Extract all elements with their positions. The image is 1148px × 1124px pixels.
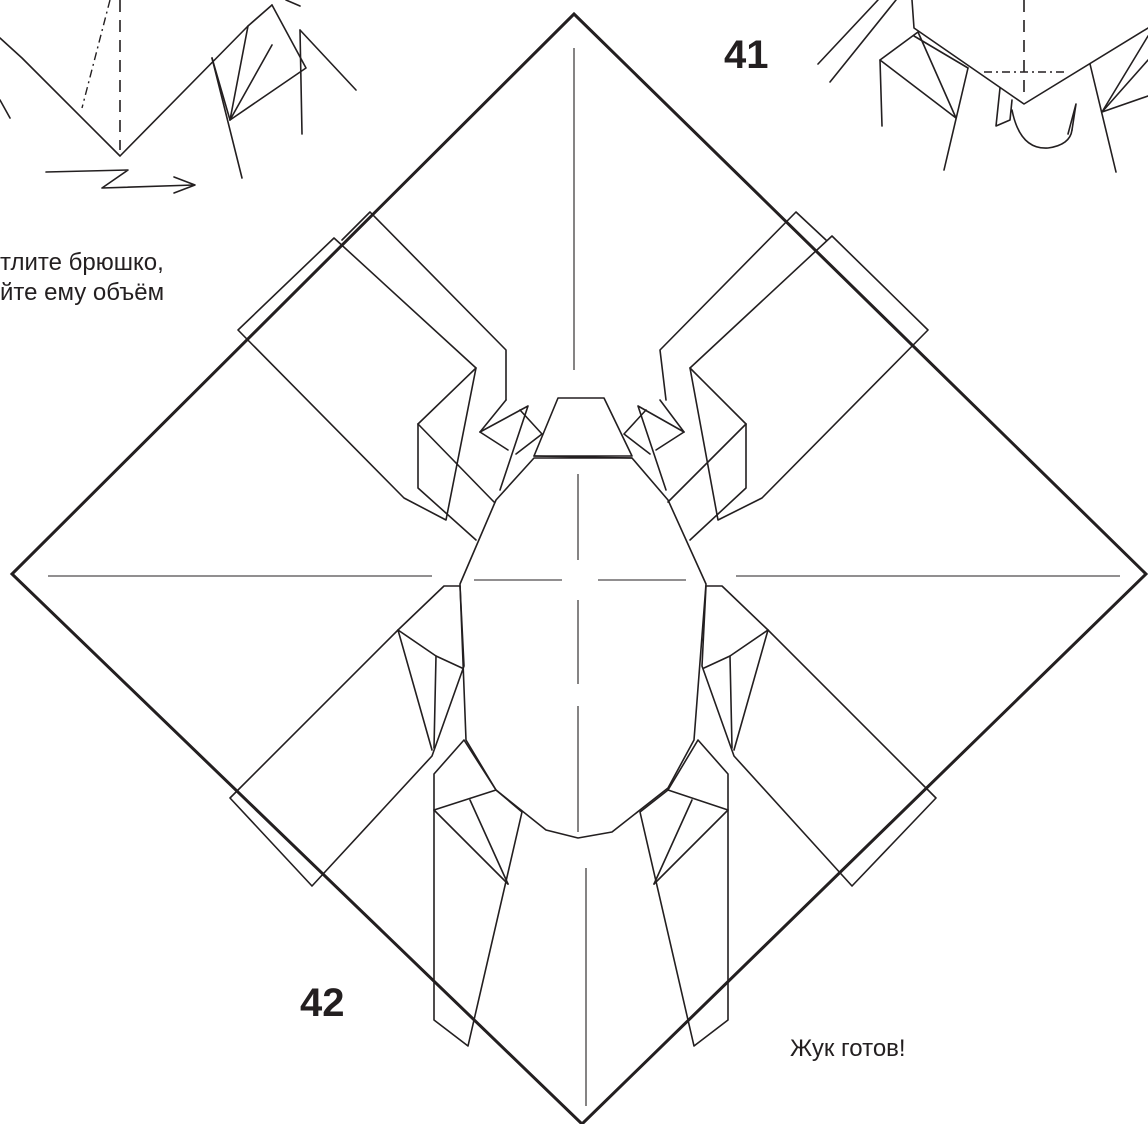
- front-right-leg: [638, 212, 928, 540]
- step-41-number: 41: [724, 33, 769, 77]
- middle-right-leg: [702, 586, 936, 886]
- step-42-number: 42: [300, 981, 345, 1025]
- step-41-fragment: [818, 0, 1148, 172]
- final-caption: Жук готов!: [790, 1035, 906, 1062]
- hind-right-leg: [640, 740, 728, 1046]
- beetle-shell: [460, 458, 706, 838]
- fold-arrow-icon: [46, 170, 195, 193]
- beetle-head: [516, 398, 650, 458]
- instruction-line-1: тлите брюшко,: [0, 249, 164, 276]
- hind-left-leg: [434, 740, 522, 1046]
- middle-left-leg: [230, 586, 464, 886]
- previous-step-fragment: [0, 0, 356, 178]
- front-left-leg: [238, 212, 528, 540]
- instruction-line-2: йте ему объём: [0, 279, 164, 306]
